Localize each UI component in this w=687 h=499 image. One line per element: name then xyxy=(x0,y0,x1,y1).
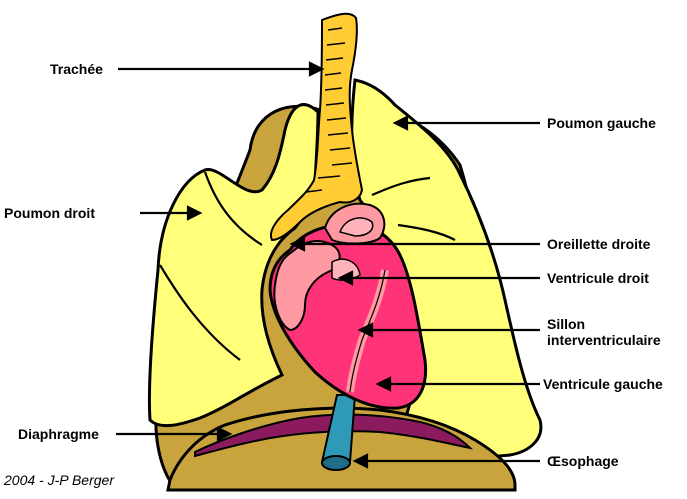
label-sulcus-line1: Sillon xyxy=(547,316,585,332)
left-lung-fissure xyxy=(371,176,431,197)
label-right-ventricle: Ventricule droit xyxy=(547,270,649,286)
diaphragm xyxy=(194,413,474,458)
trachea xyxy=(270,12,364,242)
leader-lines xyxy=(116,61,540,469)
label-left-lung: Poumon gauche xyxy=(547,115,656,131)
label-right-lung: Poumon droit xyxy=(4,205,95,221)
aorta-inner xyxy=(339,217,374,237)
right-lung-fissure-2 xyxy=(159,264,241,361)
label-trachea: Trachée xyxy=(50,61,103,77)
label-diaphragm: Diaphragme xyxy=(18,426,99,442)
label-right-atrium: Oreillette droite xyxy=(547,236,651,252)
credit-text: 2004 - J-P Berger xyxy=(3,472,115,488)
left-lung-fissure-2 xyxy=(397,223,456,241)
esophagus-opening xyxy=(321,455,351,471)
interventricular-sulcus-line xyxy=(349,269,386,393)
label-esophagus: Œsophage xyxy=(547,453,619,469)
trachea-rings xyxy=(305,27,353,193)
label-sulcus-line2: interventriculaire xyxy=(547,332,661,348)
label-left-ventricle: Ventricule gauche xyxy=(543,376,663,392)
right-lung-fissure-1 xyxy=(203,171,263,246)
